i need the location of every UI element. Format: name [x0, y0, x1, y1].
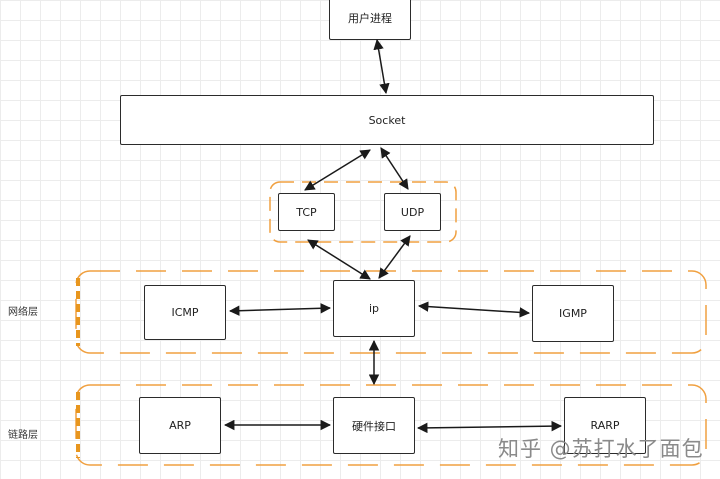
- icmp-box: ICMP: [144, 285, 226, 340]
- tcp-box: TCP: [278, 193, 335, 231]
- arrow-tcp-ip: [307, 239, 371, 280]
- ip-box: ip: [333, 280, 415, 337]
- hardware-interface-box: 硬件接口: [333, 397, 415, 454]
- arrow-socket-tcp: [304, 149, 371, 191]
- watermark-text: 知乎 @苏打水了面包: [498, 437, 704, 461]
- arrow-icmp-ip: [228, 303, 332, 316]
- arrow-udp-ip: [378, 235, 411, 279]
- user-process-box: 用户进程: [329, 0, 411, 40]
- igmp-box: IGMP: [532, 285, 614, 342]
- socket-box: Socket: [120, 95, 654, 145]
- arrow-userprocess-socket: [373, 38, 390, 95]
- network-layer-label: 网络层: [8, 307, 38, 318]
- link-layer-label: 链路层: [8, 430, 38, 441]
- arrow-hardware-rarp: [416, 420, 563, 434]
- arrow-socket-udp: [380, 147, 409, 190]
- rarp-box: RARP: [564, 397, 646, 454]
- arrow-ip-igmp: [417, 301, 531, 318]
- udp-box: UDP: [384, 193, 441, 231]
- arp-box: ARP: [139, 397, 221, 454]
